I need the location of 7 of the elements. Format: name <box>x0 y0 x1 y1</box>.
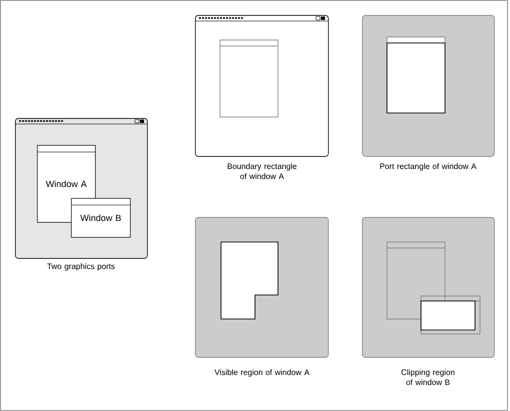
window: Window B <box>70 198 131 238</box>
node-label: Two graphics ports <box>47 263 115 271</box>
node-label: Clipping region of window B <box>402 369 454 386</box>
node-label: Boundary rectangle of window A <box>228 163 297 180</box>
node-label: Port rectangle of window A <box>380 163 476 171</box>
screen-window <box>194 15 329 157</box>
node-label: Visible region of window A <box>214 369 310 377</box>
